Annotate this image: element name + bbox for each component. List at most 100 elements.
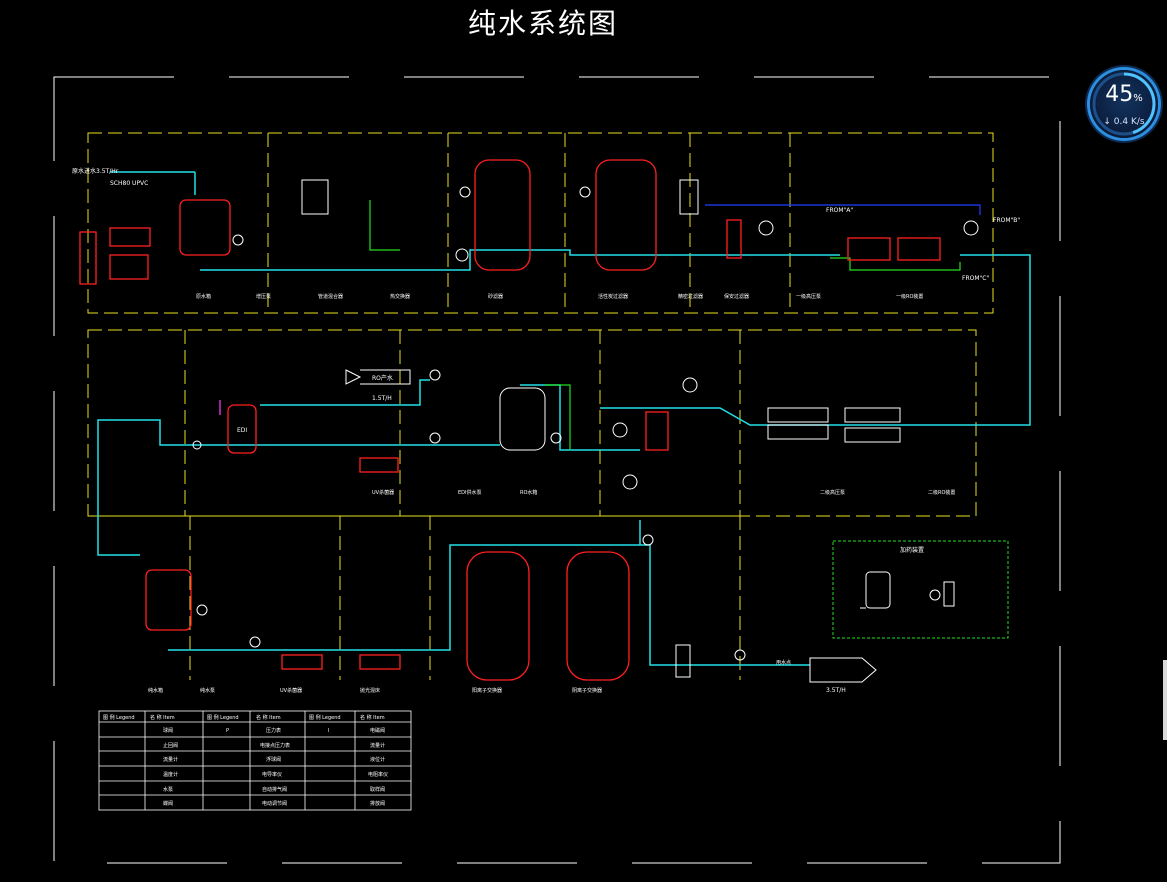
legend-text: 图 例 Legend 名 称 Item 图 例 Legend 名 称 Item … (103, 714, 388, 807)
row2-caption: 二级高压泵 (820, 489, 845, 496)
legend-item: 温度计 (163, 771, 178, 778)
aux-lines (219, 200, 981, 450)
ro-membrane-1 (847, 237, 891, 261)
instruments (192, 186, 979, 661)
plc-cabinet (79, 231, 97, 285)
legend-item: 止回阀 (163, 742, 178, 749)
row3-caption: 阴离子交换器 (572, 687, 602, 694)
legend-item: I (328, 728, 329, 734)
network-speed-widget[interactable]: 45% ↓ 0.4 K/s (1090, 70, 1158, 138)
row2-caption: 二级RO装置 (928, 489, 955, 496)
row1-caption: 砂滤器 (488, 293, 503, 300)
legend-header: 名 称 Item (256, 714, 281, 721)
final-out-flow-label: 3.5T/H (826, 687, 846, 694)
legend-item: 自动排气阀 (262, 786, 287, 793)
cation-exchanger (466, 551, 530, 681)
row3-caption: 抛光混床 (360, 687, 380, 694)
flow-a-label: FROM"A" (826, 207, 853, 214)
row3-caption: 纯水箱 (148, 687, 163, 694)
legend-item: 球阀 (163, 727, 173, 734)
legend-item: 电阻率仪 (368, 771, 388, 778)
legend-item: 流量计 (163, 756, 178, 763)
final-output-arrow (809, 657, 877, 683)
control-panel (109, 227, 151, 247)
edi-module (227, 404, 257, 454)
text-labels: 原水进水3.5T/Hr SCH80 UPVC FROM"A" FROM"B" F… (72, 167, 1020, 694)
ro-membrane-2 (897, 237, 941, 261)
inlet-label: 原水进水3.5T/Hr (72, 167, 119, 175)
legend-item: 流量计 (370, 742, 385, 749)
legend-item: 取样阀 (370, 786, 385, 793)
row3-caption: 用水点 (776, 659, 791, 666)
outer-frame (53, 76, 1061, 864)
legend-item: 水泵 (163, 786, 173, 793)
legend-header: 图 例 Legend (207, 714, 239, 721)
legend-header: 图 例 Legend (309, 714, 341, 721)
row1-caption: 一级RO装置 (896, 293, 923, 300)
legend-table (98, 710, 412, 811)
ro-out-flow-label: 1.5T/H (372, 395, 392, 402)
row2-caption: RO水箱 (520, 489, 537, 496)
uv-sterilizer-2 (281, 654, 323, 670)
ro-output-arrow (345, 369, 411, 385)
row1-caption: 原水箱 (196, 293, 211, 300)
row1-caption: 保安过滤器 (724, 293, 749, 300)
ro-water-label: RO产水 (372, 374, 393, 382)
download-arrow-icon: ↓ (1103, 117, 1114, 127)
legend-header: 名 称 Item (150, 714, 175, 721)
row2-caption: EDI供水泵 (458, 489, 481, 496)
legend-item: 液位计 (370, 756, 385, 763)
network-speed: ↓ 0.4 K/s (1103, 117, 1145, 127)
drawing-title: 纯水系统图 (468, 7, 619, 40)
heat-exchanger-2 (645, 411, 669, 451)
row1-caption: 管道混合器 (318, 293, 343, 300)
ro-water-tank (499, 387, 546, 451)
pure-water-tank (145, 569, 192, 631)
legend-item: 压力表 (266, 727, 281, 734)
row1-caption: 热交换器 (390, 293, 410, 300)
flow-b-label: FROM"B" (993, 217, 1020, 224)
legend-header: 名 称 Item (360, 714, 385, 721)
uv-sterilizer-1 (359, 457, 399, 473)
legend-item: 蝶阀 (163, 800, 173, 807)
row3-caption: 纯水泵 (200, 687, 215, 694)
dosing-tank (301, 179, 329, 215)
row1-caption: 精密过滤器 (678, 293, 703, 300)
legend-item: 浮球阀 (266, 756, 281, 763)
process-pipes (97, 171, 1031, 666)
monitor (109, 254, 149, 280)
row3-caption: UV杀菌器 (280, 687, 302, 694)
legend-item: 排放阀 (370, 800, 385, 807)
network-percent: 45% (1105, 82, 1143, 107)
final-filter (675, 644, 691, 678)
row1-caption: 增压泵 (256, 293, 271, 300)
legend-header: 图 例 Legend (103, 714, 135, 721)
dosing-box-title: 加药装置 (900, 546, 924, 554)
flow-c-label: FROM"C" (962, 275, 989, 282)
dosing-box-contents (860, 571, 955, 609)
scrollbar[interactable] (1163, 660, 1167, 740)
legend-item: P (226, 728, 229, 734)
raw-water-tank (179, 199, 231, 256)
carbon-filter (595, 159, 657, 271)
equipment (79, 159, 941, 681)
security-filter (726, 219, 742, 259)
row2-caption: UV杀菌器 (372, 489, 394, 496)
legend-item: 电接点压力表 (260, 742, 290, 749)
ro-vessels (301, 179, 901, 683)
dosing-box (832, 540, 1009, 639)
row3-caption: 阳离子交换器 (472, 687, 502, 694)
row1-caption: 一级高压泵 (796, 293, 821, 300)
sand-filter (474, 159, 531, 271)
legend-item: 电动调节阀 (262, 800, 287, 807)
legend-item: 电磁阀 (370, 727, 385, 734)
dosing-tank-2 (679, 179, 699, 215)
edi-label: EDI (237, 427, 247, 434)
pipe-spec-label: SCH80 UPVC (110, 180, 148, 187)
anion-exchanger (566, 551, 630, 681)
polishing-bed (359, 654, 401, 670)
row1-caption: 活性炭过滤器 (598, 293, 628, 300)
legend-item: 电导率仪 (262, 771, 282, 778)
zone-boundaries (87, 132, 994, 680)
